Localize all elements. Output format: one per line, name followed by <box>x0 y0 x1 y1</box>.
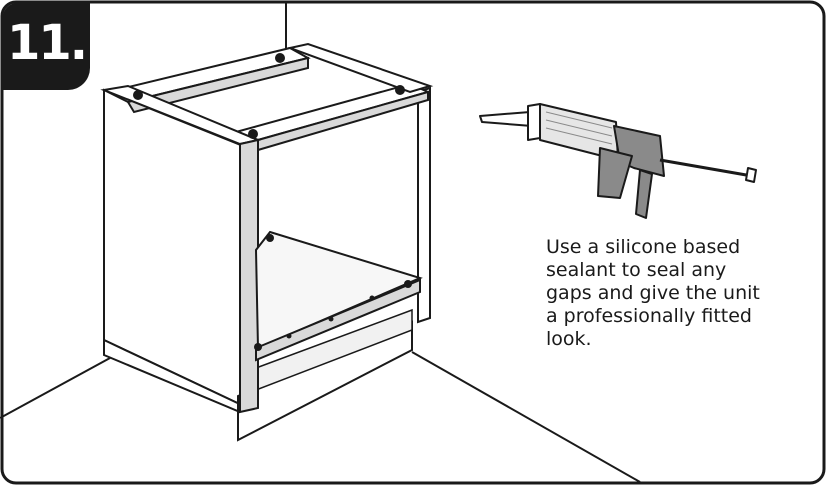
instruction-text: Use a silicone based sealant to seal any… <box>546 236 796 351</box>
instruction-line: a professionally fitted <box>546 305 752 327</box>
instruction-line: sealant to seal any <box>546 259 727 281</box>
instruction-line: look. <box>546 328 592 350</box>
top-frame-sides <box>100 42 434 146</box>
instruction-line: Use a silicone based <box>546 236 741 258</box>
screw-holes <box>133 53 412 351</box>
cabinet-right-side <box>239 138 259 414</box>
cabinet-back-edge <box>417 86 431 324</box>
caulking-gun-icon <box>479 103 757 219</box>
instruction-line: gaps and give the unit <box>546 282 760 304</box>
cabinet-plinth <box>103 308 413 442</box>
step-number-badge: 11. <box>3 3 90 90</box>
top-rail-back <box>105 46 311 114</box>
step-number: 11. <box>6 15 88 71</box>
